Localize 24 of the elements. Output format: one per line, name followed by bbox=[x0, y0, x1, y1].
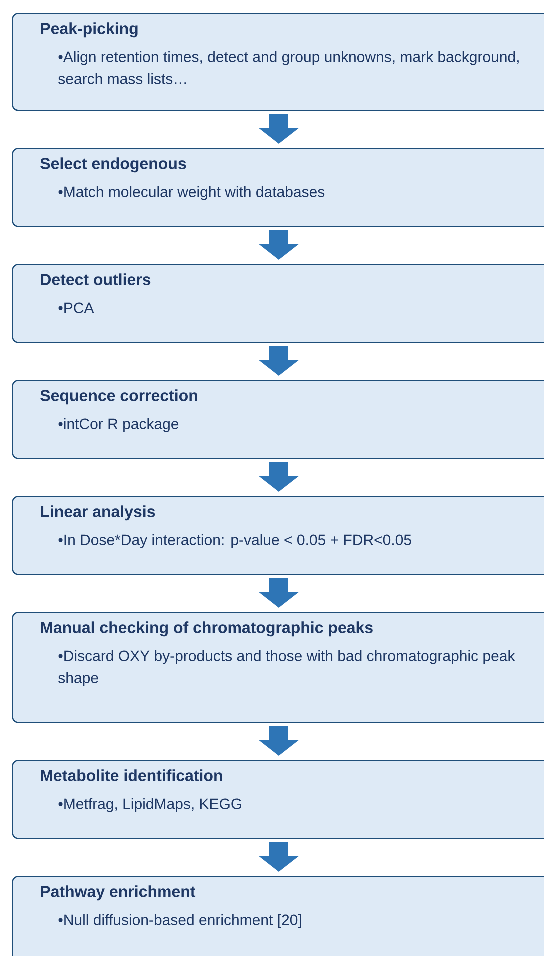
step-box bbox=[12, 148, 544, 228]
bullet-text: •intCor R package bbox=[58, 418, 179, 432]
step-heading: Manual checking of chromatographic peaks bbox=[41, 622, 373, 637]
step-heading: Pathway enrichment bbox=[41, 886, 196, 901]
step-box bbox=[12, 380, 544, 460]
bullet-text: •Match molecular weight with databases bbox=[58, 186, 325, 200]
step-heading: Metabolite identification bbox=[41, 770, 222, 782]
bullet-text: •Discard OXY by-products and those with bad chromatographic peak shape bbox=[58, 650, 516, 686]
step-box bbox=[12, 760, 544, 840]
step-heading: Sequence correction bbox=[40, 390, 198, 405]
step-heading: Select endogenous bbox=[40, 158, 186, 173]
step-heading: Peak-picking bbox=[41, 22, 138, 38]
step-box bbox=[12, 13, 544, 112]
bullet-text: •In Dose*Day interaction: p-value < 0.05 + FDR<0.05 bbox=[58, 534, 412, 548]
step-box bbox=[12, 264, 544, 344]
step-box bbox=[12, 876, 544, 956]
step-heading: Detect outliers bbox=[41, 274, 151, 286]
step-box bbox=[12, 496, 544, 576]
step-heading: Linear analysis bbox=[41, 506, 156, 521]
step-box bbox=[12, 612, 544, 724]
bullet-text: •Align retention times, detect and group unknowns, mark background, search mass lists… bbox=[58, 51, 519, 84]
bullet-text: •Null diffusion-based enrichment [20] bbox=[58, 914, 302, 928]
bullet-text: •PCA bbox=[58, 302, 94, 314]
bullet-text: •Metfrag, LipidMaps, KEGG bbox=[58, 798, 242, 812]
